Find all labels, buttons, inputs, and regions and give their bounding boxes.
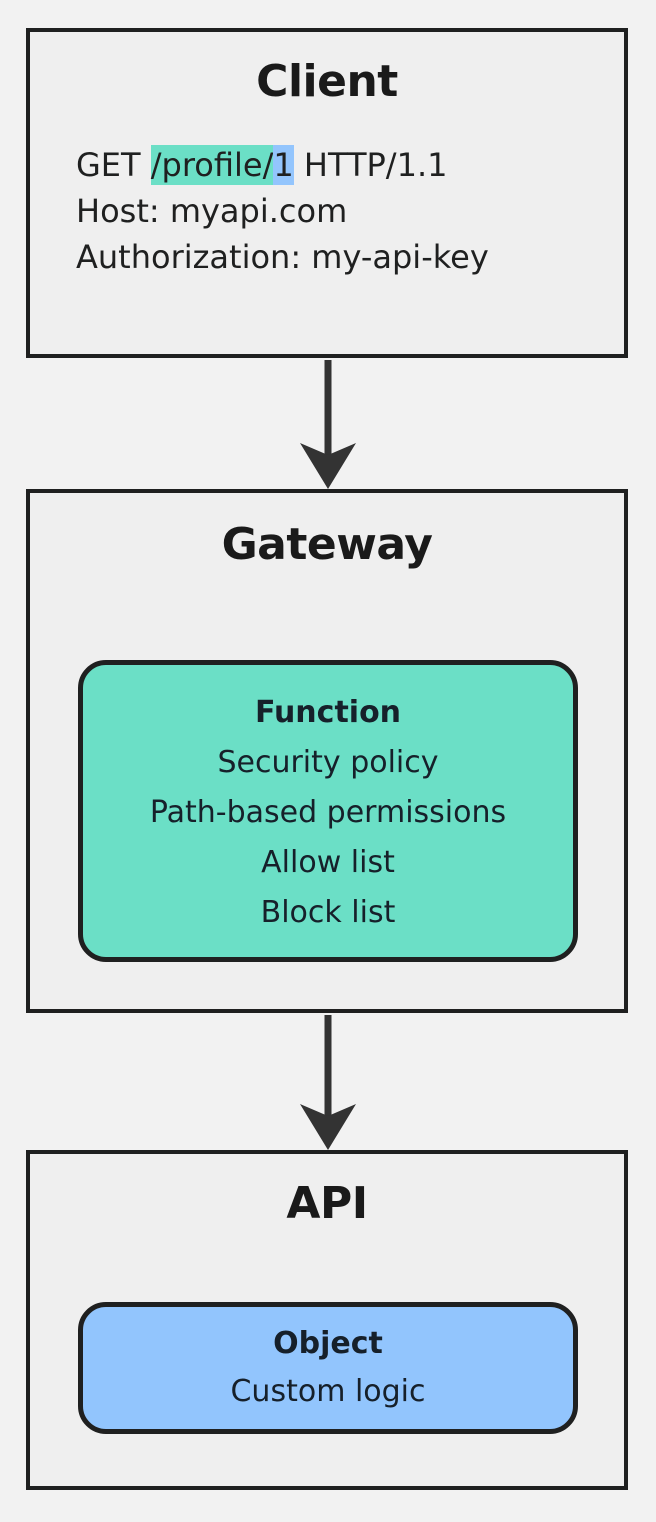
request-line-authorization: Authorization: my-api-key: [76, 238, 489, 277]
object-card[interactable]: Object Custom logic: [78, 1302, 578, 1434]
function-card-title: Function: [254, 695, 402, 731]
request-method: GET: [76, 145, 151, 184]
request-line-get: GET /profile/1 HTTP/1.1: [76, 142, 624, 188]
request-protocol: HTTP/1.1: [293, 145, 448, 184]
function-item-security-policy: Security policy: [217, 744, 439, 780]
object-card-title: Object: [273, 1326, 383, 1362]
api-title: API: [286, 1178, 368, 1229]
request-id-highlight: 1: [273, 144, 294, 185]
client-request-block: GET /profile/1 HTTP/1.1 Host: myapi.com …: [30, 142, 624, 281]
request-line-host: Host: myapi.com: [76, 191, 348, 230]
client-node[interactable]: Client GET /profile/1 HTTP/1.1 Host: mya…: [26, 28, 628, 358]
request-path-highlight: /profile/: [150, 144, 274, 185]
function-item-block-list: Block list: [260, 894, 396, 930]
function-item-allow-list: Allow list: [261, 844, 395, 880]
client-title: Client: [256, 56, 398, 107]
function-card[interactable]: Function Security policy Path-based perm…: [78, 660, 578, 962]
function-item-path-based-permissions: Path-based permissions: [149, 794, 507, 830]
gateway-title: Gateway: [221, 519, 433, 570]
object-item-custom-logic: Custom logic: [230, 1373, 426, 1409]
